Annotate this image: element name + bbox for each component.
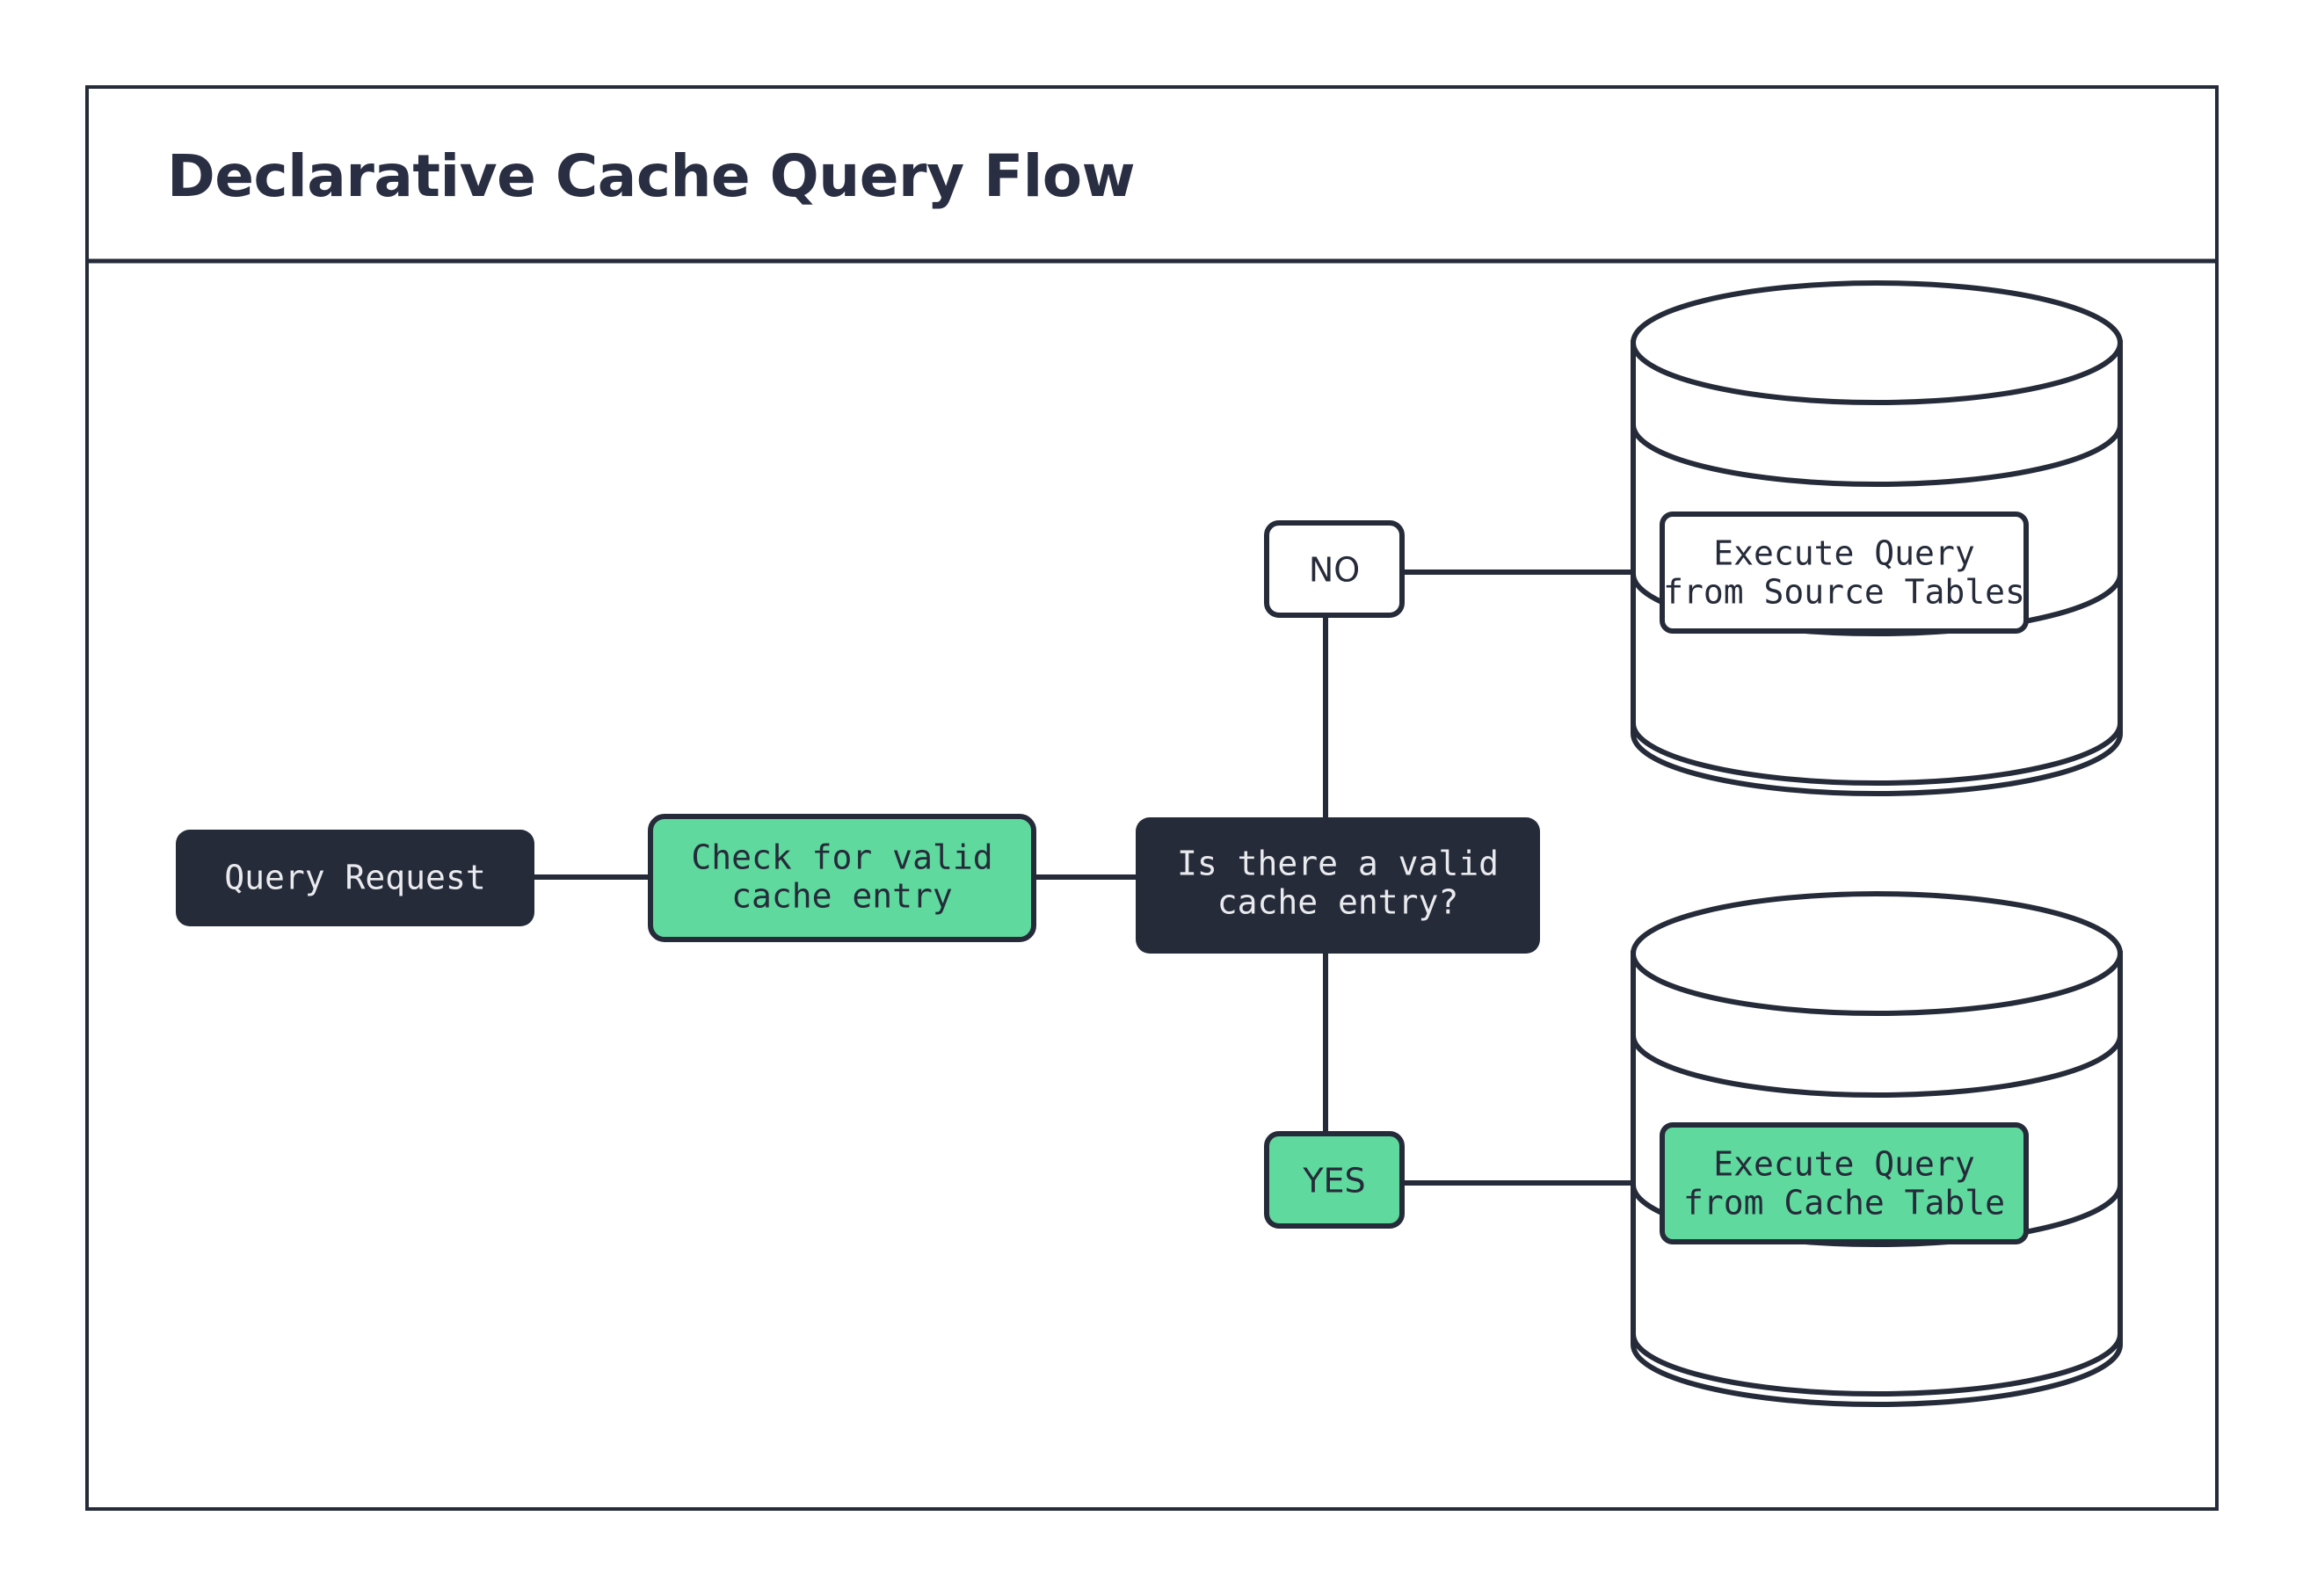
no-box[interactable]: [1264, 520, 1405, 618]
source-db-disc-3: [1631, 722, 2123, 786]
decision-label-line2: cache entry?: [1217, 883, 1459, 922]
check-cache-box[interactable]: [648, 814, 1036, 942]
cache-db-label-box[interactable]: [1660, 1122, 2029, 1244]
source-database-cylinder: Execute Query from Source Tables: [1631, 280, 2123, 796]
query-request-label: Query Request: [224, 859, 485, 897]
cache-db-label-line1: Execute Query: [1713, 1145, 1974, 1184]
source-db-disc-1: [1631, 424, 2123, 487]
source-db-label-line2: from Source Tables: [1663, 573, 2025, 612]
cache-db-disc-1: [1631, 1034, 2123, 1098]
page-title: Declarative Cache Query Flow: [167, 142, 1135, 210]
cache-db-top-disc: [1631, 891, 2123, 1016]
decision-label-line1: Is there a valid: [1177, 845, 1499, 883]
branch-label-no[interactable]: NO: [1264, 520, 1405, 618]
yes-label: YES: [1302, 1162, 1365, 1201]
branch-label-yes[interactable]: YES: [1264, 1131, 1405, 1229]
no-label: NO: [1309, 551, 1360, 590]
check-cache-label-line1: Check for valid: [691, 838, 992, 877]
node-query-request[interactable]: Query Request: [176, 830, 534, 926]
source-db-label-box[interactable]: [1660, 511, 2029, 634]
decision-box[interactable]: [1136, 817, 1540, 954]
source-db-label-line1: Execute Query: [1713, 534, 1974, 573]
cache-db-label-line2: from Cache Table: [1683, 1184, 2005, 1222]
query-request-box[interactable]: [176, 830, 534, 926]
node-decision[interactable]: Is there a valid cache entry?: [1136, 817, 1540, 954]
node-check-cache[interactable]: Check for valid cache entry: [648, 814, 1036, 942]
check-cache-label-line2: cache entry: [731, 877, 953, 916]
source-db-top-disc: [1631, 280, 2123, 405]
yes-box[interactable]: [1264, 1131, 1405, 1229]
cache-db-disc-3: [1631, 1333, 2123, 1396]
cache-database-cylinder: Execute Query from Cache Table: [1631, 891, 2123, 1407]
